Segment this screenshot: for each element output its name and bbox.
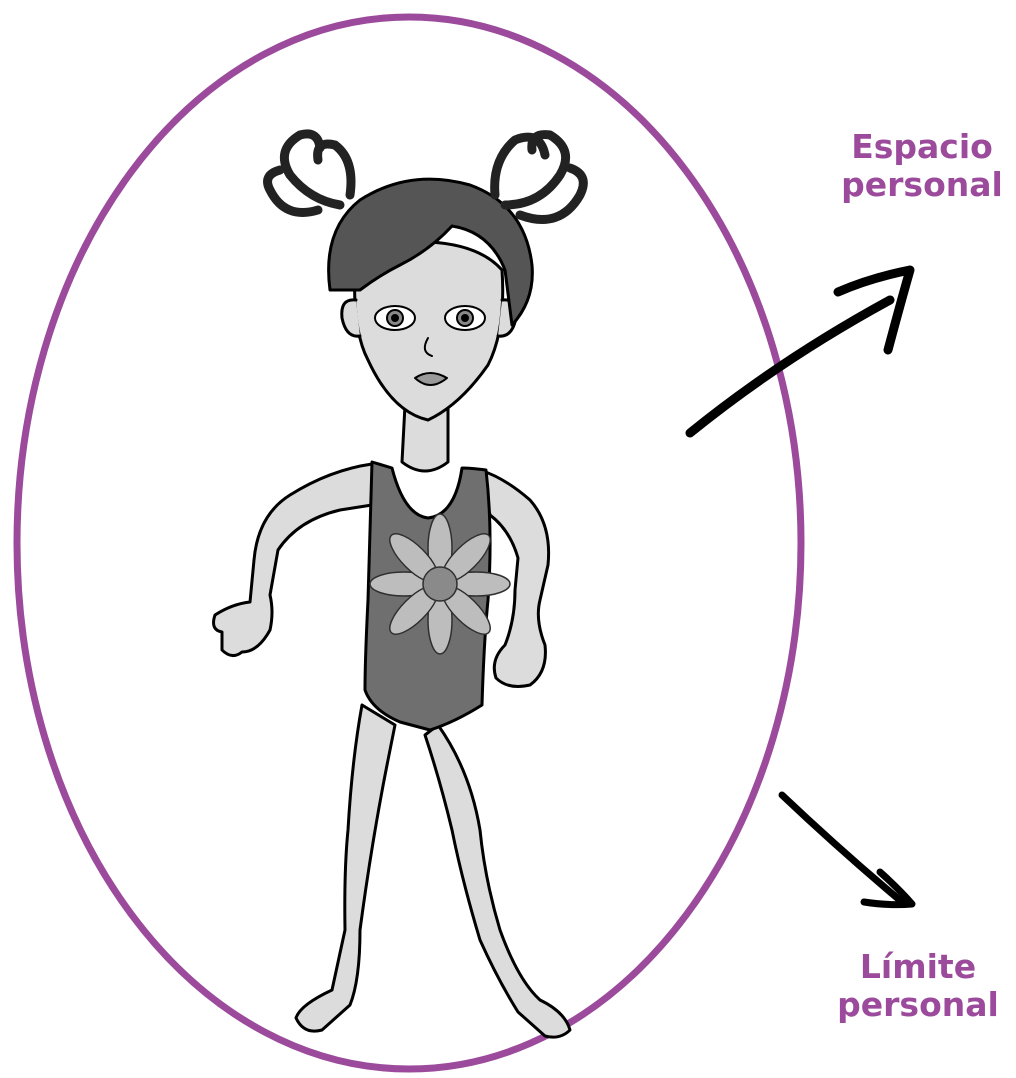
flower-print	[370, 514, 510, 654]
personal-limit-label: Límite personal	[818, 948, 1016, 1024]
right-pigtail	[495, 135, 584, 220]
personal-limit-label-line-1: Límite	[818, 948, 1016, 986]
personal-space-label-line-2: personal	[822, 166, 1016, 204]
right-leg	[425, 725, 570, 1037]
girl-figure-illustration	[214, 134, 584, 1037]
left-leg	[296, 705, 395, 1031]
left-arm	[214, 464, 372, 656]
curved-arrow-up-right-icon	[690, 270, 910, 433]
personal-space-label: Espacio personal	[822, 128, 1016, 204]
left-pigtail	[268, 134, 351, 213]
arrow-down-right-icon	[782, 795, 912, 905]
personal-space-label-line-1: Espacio	[822, 128, 1016, 166]
personal-limit-label-line-2: personal	[818, 986, 1016, 1024]
